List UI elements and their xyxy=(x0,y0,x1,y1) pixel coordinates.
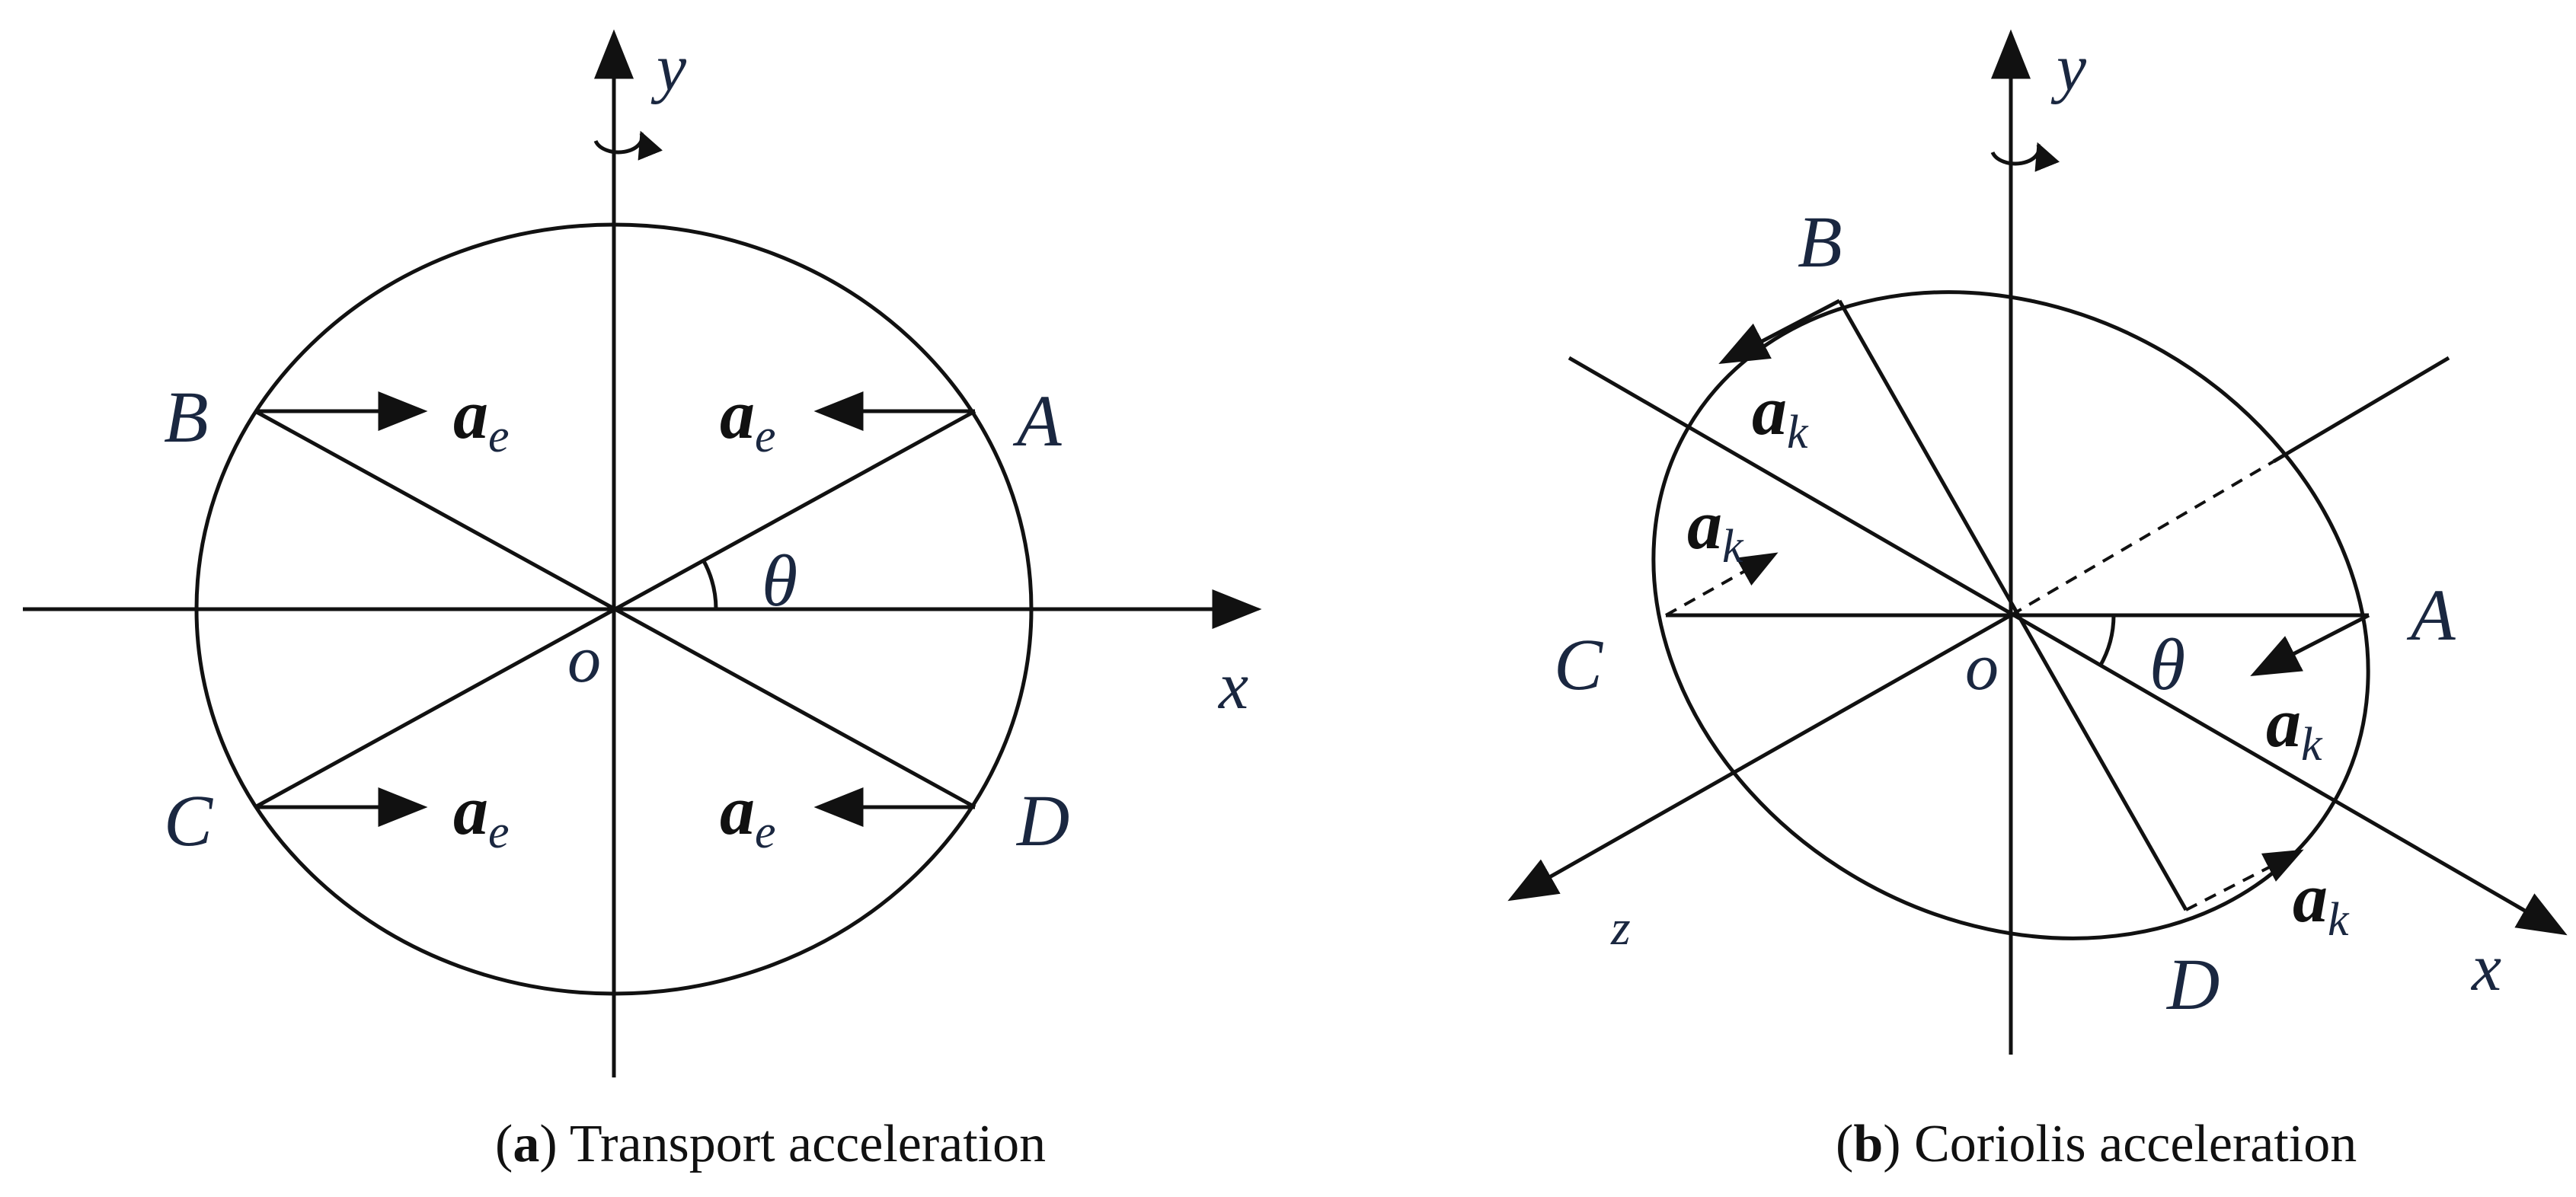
panel-b-x-axis xyxy=(1568,356,2568,936)
panel-b-vector-label-b: ak xyxy=(1752,372,1809,458)
panel-b-point-d: D xyxy=(2165,943,2220,1025)
panel-b-z-label: z xyxy=(1610,900,1631,956)
panel-a-caption: (a) Transport acceleration xyxy=(495,1115,1046,1173)
panel-b-vector-label-a: ak xyxy=(2266,684,2323,771)
panel-b-origin-label: o xyxy=(1965,630,1999,704)
panel-a-rotation-arrow-icon xyxy=(593,130,663,161)
panel-b-vector-d xyxy=(2185,849,2304,911)
panel-b-diameter-bd xyxy=(1837,299,2188,911)
panel-a-point-b: B xyxy=(164,376,209,458)
panel-b-point-a: A xyxy=(2406,574,2456,656)
panel-b-z-axis xyxy=(1507,613,2012,902)
panel-b-vector-b xyxy=(1718,298,1841,365)
panel-a-y-label: y xyxy=(650,31,687,105)
panel-b-vector-a xyxy=(2250,613,2370,676)
panel-b-point-c: C xyxy=(1554,624,1603,705)
panel-b-z-axis-hidden xyxy=(2009,460,2275,617)
panel-b-point-b: B xyxy=(1798,201,1843,282)
panel-b-vector-label-c: ak xyxy=(1687,486,1744,573)
panel-b-y-label: y xyxy=(2050,31,2087,105)
panel-b-angle-arc xyxy=(2098,614,2116,668)
panel-a-vector-label-c: ae xyxy=(453,771,510,858)
panel-a-x-label: x xyxy=(1217,650,1248,723)
panel-b-vector-label-d: ak xyxy=(2293,859,2350,946)
panel-a-vector-label-b: ae xyxy=(453,375,510,462)
panel-a-vector-label-a: ae xyxy=(720,375,776,462)
panel-a-circle xyxy=(194,222,1034,996)
panel-b-rotation-arrow-icon xyxy=(1990,142,2060,172)
panel-a-point-d: D xyxy=(1015,780,1069,861)
panel-a-origin-label: o xyxy=(567,623,601,697)
panel-b-coriolis-acceleration: θ ak ak ak ak A B C D y x z o (b) Coriol… xyxy=(1507,29,2568,1173)
panel-a-angle-label: θ xyxy=(762,540,797,621)
panel-a-point-c: C xyxy=(164,780,213,861)
panel-a-point-a: A xyxy=(1012,380,1062,461)
panel-a-diameter-bd xyxy=(254,409,976,809)
panel-b-vector-c xyxy=(1665,552,1779,617)
panel-b-angle-label: θ xyxy=(2149,624,2185,705)
panel-b-z-axis-back xyxy=(2272,356,2450,464)
panel-a-transport-acceleration: θ ae ae ae ae A B C D y x o (a) Transpor… xyxy=(23,29,1262,1173)
panel-a-angle-arc xyxy=(701,558,718,610)
panel-a-vector-label-d: ae xyxy=(720,771,776,858)
panel-b-caption: (b) Coriolis acceleration xyxy=(1836,1115,2357,1173)
panel-b-x-label: x xyxy=(2470,931,2501,1005)
